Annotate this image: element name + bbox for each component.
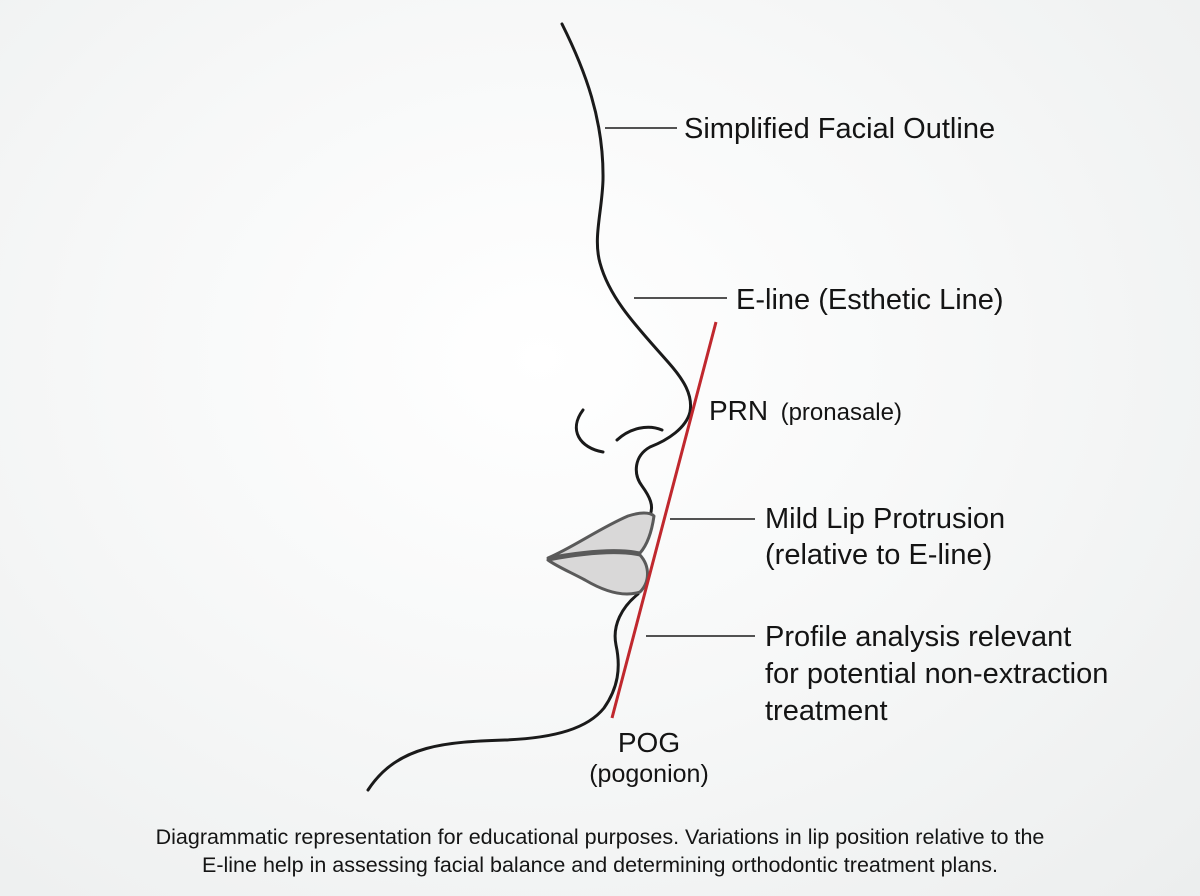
label-prn: PRN (pronasale) [709,395,902,426]
chin-outline-path [366,592,640,792]
e-line [610,321,718,719]
nostril-flare [615,425,664,442]
label-profile-analysis-line1: Profile analysis relevant [765,621,1071,653]
label-e-line: E-line (Esthetic Line) [736,284,1004,316]
label-profile-analysis-line3: treatment [765,695,888,727]
caption-line1: Diagrammatic representation for educatio… [156,825,1045,849]
label-facial-outline: Simplified Facial Outline [684,113,995,145]
label-prn-abbrev: PRN [709,395,768,426]
label-profile-analysis-line2: for potential non-extraction [765,658,1108,690]
lower-lip [546,551,649,596]
label-lip-protrusion-line1: Mild Lip Protrusion [765,503,1005,535]
facial-outline-path [560,22,693,517]
caption-line2: E-line help in assessing facial balance … [202,853,998,877]
label-lip-protrusion-line2: (relative to E-line) [765,539,992,571]
label-pog: POG [618,727,680,758]
label-pog-full: (pogonion) [589,760,709,788]
upper-lip [546,511,656,560]
nostril-curve [574,408,605,454]
label-prn-full: (pronasale) [781,399,902,426]
